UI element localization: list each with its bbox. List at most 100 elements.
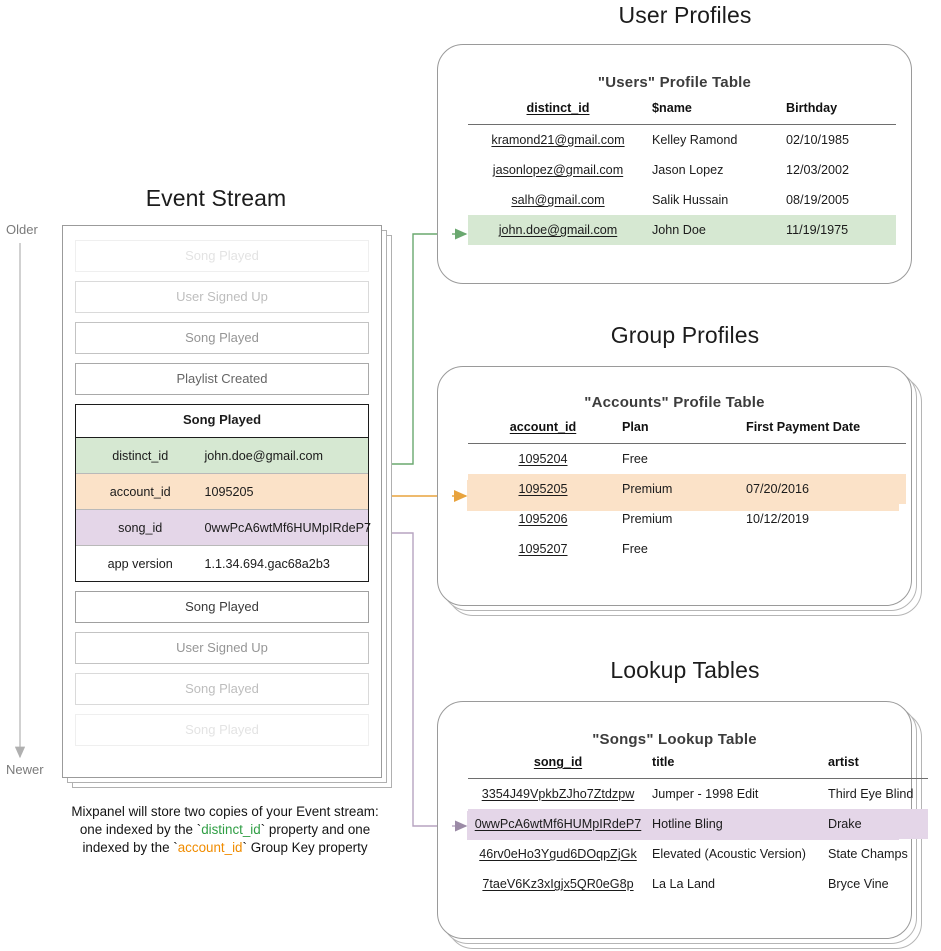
songs-table-body: 3354J49VpkbZJho7Ztdzpw Jumper - 1998 Edit… (468, 779, 928, 900)
cell-plan: Free (622, 452, 648, 466)
cell-key: 0wwPcA6wtMf6HUMpIRdeP7 (468, 809, 648, 839)
event-property-key: distinct_id (112, 448, 169, 463)
cell-artist: Drake (824, 809, 928, 839)
caption-account-id: account_id (177, 840, 243, 855)
cell-first_payment_date: 10/12/2019 (746, 512, 810, 526)
cell-key: john.doe@gmail.com (468, 215, 648, 245)
cell-key: salh@gmail.com (511, 193, 605, 207)
cell-title: Hotline Bling (648, 809, 824, 839)
cell-key: 3354J49VpkbZJho7Ztdzpw (481, 787, 635, 801)
caption-distinct-id: distinct_id (201, 822, 261, 837)
cell-artist: State Champs (828, 847, 908, 861)
cell-artist: Third Eye Blind (828, 787, 914, 801)
songs-table-title: "Songs" Lookup Table (592, 731, 757, 748)
cell-birthday: 02/10/1985 (786, 133, 850, 147)
table-row[interactable]: 3354J49VpkbZJho7Ztdzpw Jumper - 1998 Edit… (468, 779, 928, 810)
cell-plan: Premium (618, 474, 742, 504)
event-row[interactable]: Song Played (75, 591, 369, 623)
cell-name: John Doe (648, 215, 782, 245)
event-row[interactable]: Song Played (75, 322, 369, 354)
table-row[interactable]: kramond21@gmail.com Kelley Ramond 02/10/19… (468, 125, 896, 156)
cell-key: jasonlopez@gmail.com (492, 163, 624, 177)
column-header-title: title (652, 755, 675, 769)
cell-first_payment_date (742, 534, 906, 564)
table-row[interactable]: 1095206 Premium 10/12/2019 (468, 504, 906, 534)
section-title-lookup-tables: Lookup Tables (610, 657, 760, 683)
column-header-account-id: account_id (509, 420, 577, 434)
caption-line-2b: ` property and one (260, 822, 371, 837)
timeline-label-older: Older (6, 222, 38, 237)
caption-line-1: Mixpanel will store two copies of your E… (71, 804, 379, 819)
event-row[interactable]: User Signed Up (75, 281, 369, 313)
cell-key: 1095207 (518, 542, 568, 556)
event-property-value: 1095205 (204, 484, 254, 499)
event-stream-caption: Mixpanel will store two copies of your E… (30, 803, 420, 857)
event-property-value: john.doe@gmail.com (204, 448, 323, 463)
cell-first_payment_date: 07/20/2016 (742, 474, 906, 504)
event-row[interactable]: Playlist Created (75, 363, 369, 395)
songs-lookup-table: song_id title artist 3354J49VpkbZJho7Ztdzp… (468, 755, 928, 899)
cell-key: 7taeV6Kz3xIgjx5QR0eG8p (482, 877, 634, 891)
event-property-row[interactable]: distinct_id john.doe@gmail.com (76, 438, 368, 474)
cell-key: kramond21@gmail.com (491, 133, 625, 147)
column-header--name: $name (652, 101, 692, 115)
cell-name: Kelley Ramond (652, 133, 738, 147)
songs-header-row: song_id title artist (468, 755, 928, 779)
cell-key: 1095205 (468, 474, 618, 504)
caption-line-3b: ` Group Key property (242, 840, 368, 855)
accounts-table-title: "Accounts" Profile Table (584, 394, 765, 411)
cell-key: 1095206 (518, 512, 568, 526)
event-row[interactable]: Song Played (75, 673, 369, 705)
event-row[interactable]: Song Played (75, 714, 369, 746)
section-title-group-profiles: Group Profiles (610, 322, 760, 348)
cell-artist: Bryce Vine (828, 877, 889, 891)
cell-name: Jason Lopez (652, 163, 724, 177)
section-title-user-profiles: User Profiles (618, 2, 752, 28)
event-property-key: account_id (109, 484, 171, 499)
cell-birthday: 12/03/2002 (786, 163, 850, 177)
event-row[interactable]: Song Played (75, 240, 369, 272)
table-row[interactable]: jasonlopez@gmail.com Jason Lopez 12/03/200… (468, 155, 896, 185)
event-property-key: app version (107, 556, 173, 571)
selected-event-properties: distinct_id john.doe@gmail.com account_id 1… (76, 438, 371, 581)
event-row[interactable]: User Signed Up (75, 632, 369, 664)
cell-title: La La Land (652, 877, 716, 891)
cell-name: Salik Hussain (652, 193, 729, 207)
songs-table-head: song_id title artist (468, 755, 928, 779)
cell-title: Jumper - 1998 Edit (652, 787, 759, 801)
cell-key: 1095204 (518, 452, 568, 466)
cell-birthday: 11/19/1975 (782, 215, 896, 245)
event-property-row[interactable]: account_id 1095205 (76, 474, 368, 510)
selected-event-card[interactable]: Song Played distinct_id john.doe@gmail.co… (75, 404, 371, 582)
event-timeline: Older Newer (6, 222, 62, 782)
column-header-artist: artist (828, 755, 859, 769)
selected-event-name: Song Played (76, 405, 368, 438)
column-header-plan: Plan (622, 420, 649, 434)
table-row[interactable]: 7taeV6Kz3xIgjx5QR0eG8p La La Land Bryce Vi… (468, 869, 928, 899)
caption-line-2a: one indexed by the ` (79, 822, 202, 837)
users-table-body: kramond21@gmail.com Kelley Ramond 02/10/19… (468, 125, 896, 245)
cell-plan: Premium (622, 512, 673, 526)
column-header-song-id: song_id (533, 755, 583, 769)
table-row[interactable]: 1095204 Free (468, 444, 906, 475)
cell-first_payment_date (742, 444, 906, 475)
column-header-distinct-id: distinct_id (526, 101, 590, 115)
